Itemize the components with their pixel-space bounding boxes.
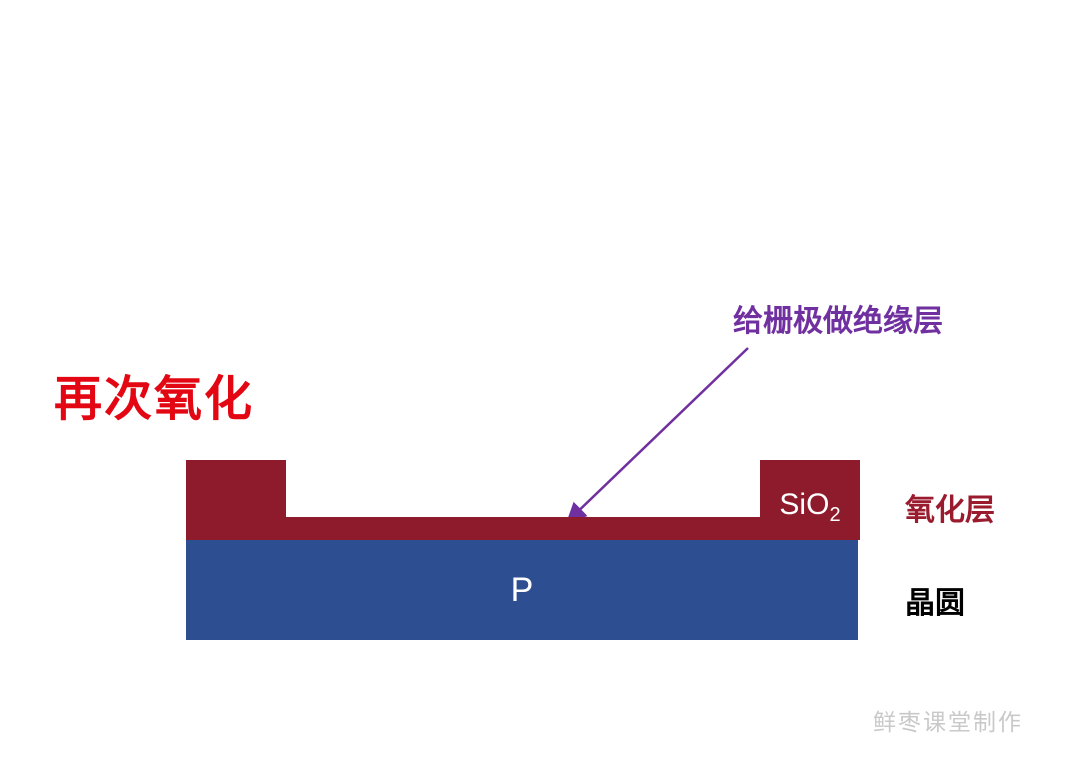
annotation-arrow-icon: [566, 347, 749, 523]
oxide-layer-label: 氧化层: [905, 494, 995, 527]
watermark: 鲜枣课堂制作: [873, 709, 1023, 735]
sio2-label: SiO2: [779, 476, 840, 525]
wafer-label: 晶圆: [905, 587, 965, 620]
oxide-block-left: [186, 460, 286, 540]
substrate-label: P: [510, 571, 534, 609]
annotation-label: 给栅极做绝缘层: [733, 305, 943, 338]
sio2-label-subscript: 2: [829, 503, 841, 526]
page-title: 再次氧化: [54, 373, 255, 426]
oxide-block-right: SiO2: [760, 460, 860, 540]
oxide-thin-layer: [284, 517, 762, 540]
sio2-label-base: SiO: [779, 487, 830, 521]
wafer-substrate: P: [186, 540, 858, 640]
